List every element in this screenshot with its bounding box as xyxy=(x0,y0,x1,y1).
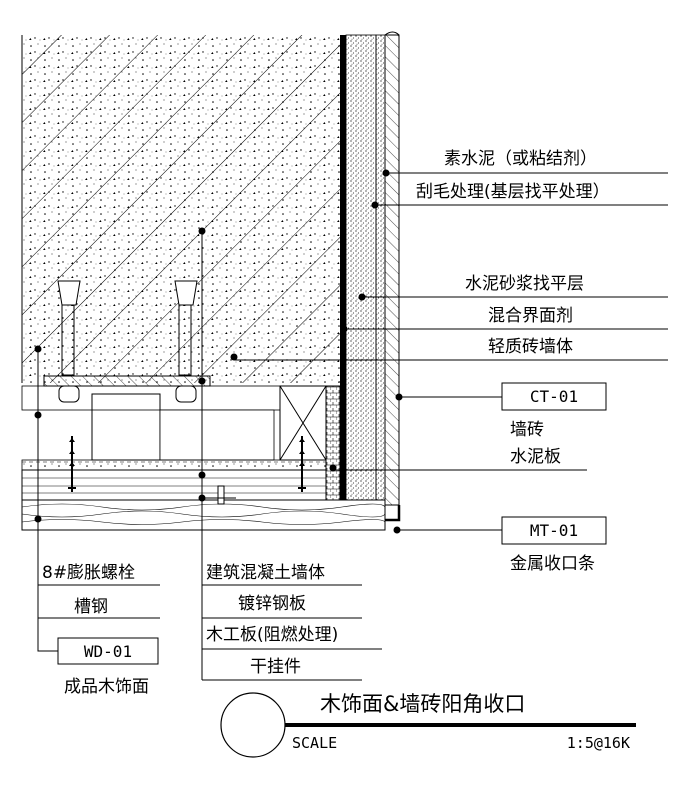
tag-box-mt xyxy=(501,516,607,545)
label-concrete-wall: 建筑混凝土墙体 xyxy=(206,563,325,583)
tag-box-wd xyxy=(57,637,159,665)
tag-wd-01: WD-01 xyxy=(84,642,132,661)
right-labels: 素水泥（或粘结剂） 刮毛处理(基层找平处理） 水泥砂浆找平层 混合界面剂 轻质砖… xyxy=(416,149,610,574)
tag-mt-01: MT-01 xyxy=(530,521,578,540)
detail-title: 木饰面&墙砖阳角收口 xyxy=(320,692,525,716)
label-expansion-bolt: 8#膨胀螺栓 xyxy=(42,563,135,583)
label-brick-wall: 轻质砖墙体 xyxy=(488,337,573,357)
label-mortar-layer: 水泥砂浆找平层 xyxy=(465,274,584,294)
label-plain-cement: 素水泥（或粘结剂） xyxy=(444,149,597,169)
tag-box-ct xyxy=(501,382,607,411)
expansion-bolts xyxy=(57,280,198,403)
concrete-wall xyxy=(21,35,342,383)
wall-layers xyxy=(340,31,401,522)
left-labels: 8#膨胀螺栓 槽钢 WD-01 成品木饰面 xyxy=(42,563,159,697)
screws xyxy=(68,436,306,505)
scale-label: SCALE xyxy=(292,734,337,752)
detail-circle xyxy=(220,692,286,758)
tag-ct-01: CT-01 xyxy=(530,387,578,406)
label-wood-veneer: 成品木饰面 xyxy=(64,677,149,697)
label-interface-agent: 混合界面剂 xyxy=(488,306,573,326)
middle-labels: 建筑混凝土墙体 镀锌钢板 木工板(阻燃处理) 干挂件 xyxy=(206,563,338,677)
label-blockboard: 木工板(阻燃处理) xyxy=(206,625,338,645)
label-galvanized-plate: 镀锌钢板 xyxy=(238,594,306,614)
label-channel-steel: 槽钢 xyxy=(74,597,108,617)
right-leaders xyxy=(234,172,668,531)
label-cement-board: 水泥板 xyxy=(510,447,561,467)
label-metal-trim: 金属收口条 xyxy=(510,554,595,574)
scale-value: 1:5@16K xyxy=(567,734,630,752)
middle-leaders xyxy=(201,231,382,681)
title-block: 木饰面&墙砖阳角收口 SCALE 1:5@16K xyxy=(220,692,636,758)
label-roughening: 刮毛处理(基层找平处理） xyxy=(416,182,610,202)
left-leaders xyxy=(37,349,160,652)
label-hanger: 干挂件 xyxy=(250,657,301,677)
label-wall-tile: 墙砖 xyxy=(510,420,544,440)
